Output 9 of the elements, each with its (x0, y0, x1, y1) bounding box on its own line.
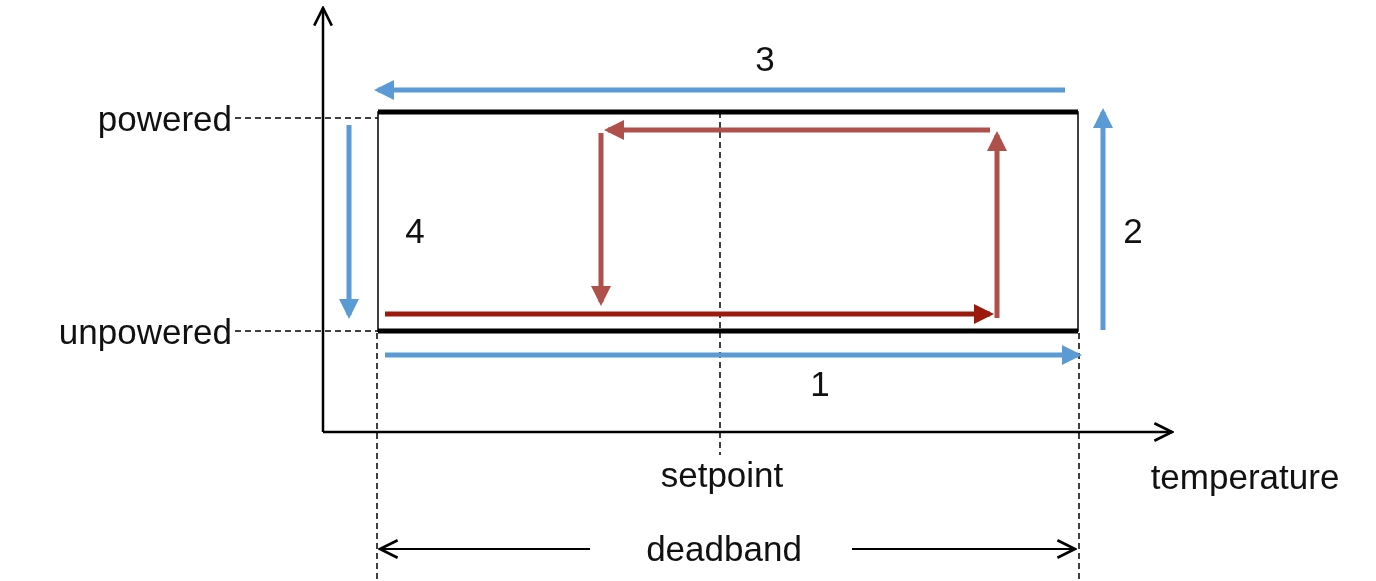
axis-label: temperature (1150, 458, 1340, 494)
axis-label: unpowered (58, 313, 232, 349)
axis-label: setpoint (660, 456, 784, 492)
step-number: 4 (405, 212, 425, 248)
dimension-label: deadband (646, 530, 802, 566)
step-number: 3 (755, 40, 775, 76)
step-number: 2 (1123, 212, 1143, 248)
step-number: 1 (810, 365, 830, 401)
axis-label: powered (97, 100, 232, 136)
